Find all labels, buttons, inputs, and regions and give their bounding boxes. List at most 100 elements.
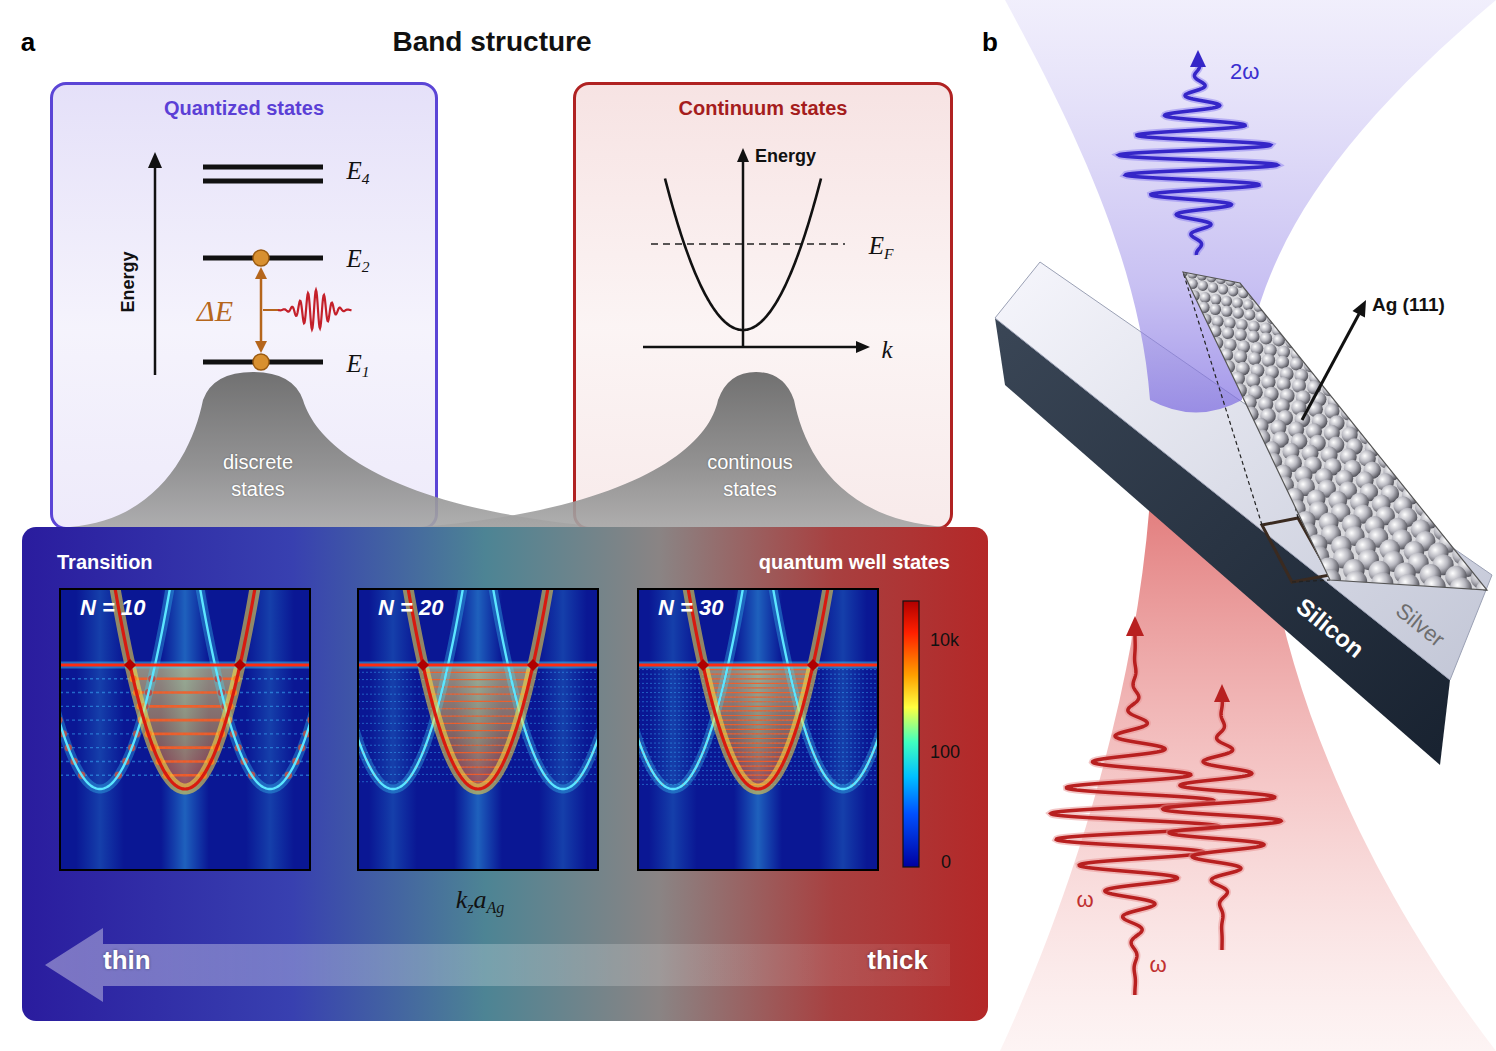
crossing-marker (697, 659, 709, 671)
subband-line (358, 752, 598, 753)
silver-atom (1222, 327, 1234, 339)
subband-inner (723, 738, 793, 739)
subband-line (638, 724, 878, 725)
band-heatmap: N = 30 (638, 589, 878, 870)
subband-line (358, 672, 598, 673)
panel-letter: a (21, 27, 35, 58)
silver-atom (1244, 309, 1255, 320)
subband-line (358, 774, 598, 775)
continuous-states-funnel: continous states (418, 370, 948, 528)
subband-inner (717, 720, 799, 721)
subband-line (358, 767, 598, 768)
band-heatmap: N = 10 (60, 589, 310, 870)
harmonic-pulse-ribbon (1119, 67, 1277, 256)
subband-inner (436, 715, 520, 716)
subband-inner (443, 737, 514, 738)
subband-inner (144, 719, 226, 722)
heatmap-frame (60, 589, 310, 870)
text-holder: continous states (707, 449, 793, 503)
band-panel (22, 527, 988, 1021)
subband-line (358, 708, 598, 709)
band-heading: quantum well states (759, 551, 950, 574)
subband-line (60, 719, 310, 720)
fermi-level (651, 243, 845, 245)
text-holder: N = 20 (378, 595, 443, 621)
text-holder: Transition (57, 551, 153, 574)
heatmap-glow (76, 589, 124, 870)
label-holder: ω (1076, 887, 1093, 913)
subband-inner (153, 746, 217, 749)
crossing-marker (527, 659, 539, 671)
box-title: Continuum states (679, 97, 848, 120)
transition-arrowhead (255, 341, 267, 353)
subband-inner (440, 730, 515, 731)
node-shape (60, 589, 310, 870)
electron-dot (253, 250, 269, 266)
funnel-label: discrete states (223, 449, 293, 503)
silver-atom (1198, 280, 1208, 290)
normal-arrowhead (1353, 300, 1367, 317)
node-shape (418, 370, 948, 528)
arrow-label: thin (103, 945, 151, 976)
subband-inner (432, 701, 524, 702)
energy-level (203, 179, 323, 184)
subband-line (60, 747, 310, 748)
silver-atom (1255, 311, 1266, 322)
subband-inner (438, 723, 518, 724)
subband-inner (713, 706, 803, 707)
subband-inner (732, 761, 784, 762)
subband-line (358, 781, 598, 782)
silver-atom (1276, 355, 1289, 368)
arrow-label: thick (867, 945, 928, 976)
subband-line (60, 775, 310, 776)
subband-line (638, 697, 878, 698)
layer-label: Silicon (1291, 592, 1370, 663)
label-holder: b (982, 27, 998, 58)
heatmap (638, 589, 878, 870)
subband-line (638, 733, 878, 734)
subband-line (60, 678, 310, 679)
silver-atom (1221, 305, 1232, 316)
heatmap-frame (358, 589, 598, 870)
pulse-arrowhead (1126, 616, 1144, 636)
pulse-arrowhead (1190, 50, 1206, 67)
subband-inner (725, 742, 792, 743)
panel-letter: b (982, 27, 998, 58)
beam-frequency: 2ω (1230, 59, 1259, 85)
silver-atom (1228, 286, 1238, 296)
silver-atom (1200, 292, 1211, 303)
subband-line (358, 679, 598, 680)
subband-line (638, 706, 878, 707)
subband-line (638, 756, 878, 757)
label-holder: Ag (111) (1372, 294, 1445, 316)
quantized-states-box: Quantized states discrete states (50, 82, 438, 530)
silver-atom (1210, 304, 1221, 315)
subband-inner (425, 672, 532, 673)
axis-arrowhead (856, 341, 870, 353)
text-holder: N = 10 (80, 595, 145, 621)
text-holder: thick (867, 945, 928, 976)
subband-inner (705, 674, 811, 675)
silver-atom (1243, 299, 1254, 310)
quantum-well-band: Transition quantum well states N = 10 N = 2… (22, 527, 988, 1021)
silver-atom (1234, 350, 1247, 363)
subband-inner (434, 708, 522, 709)
text-holder: quantum well states (759, 551, 950, 574)
subband-inner (720, 729, 796, 730)
subband-line (638, 779, 878, 780)
surface-state (638, 664, 878, 667)
funnel-shape (70, 372, 605, 527)
axis-arrowhead (148, 152, 162, 168)
surface-label: Ag (111) (1372, 294, 1445, 316)
inset-outline (1183, 272, 1487, 590)
silver-atom (1221, 296, 1232, 307)
transition-arrow (260, 272, 263, 348)
subband-inner (445, 745, 510, 746)
layer-count: N = 30 (658, 595, 723, 621)
silver-atom (1208, 282, 1218, 292)
heatmap-glow (369, 589, 417, 870)
subband-line (638, 747, 878, 748)
box-title: Quantized states (164, 97, 324, 120)
